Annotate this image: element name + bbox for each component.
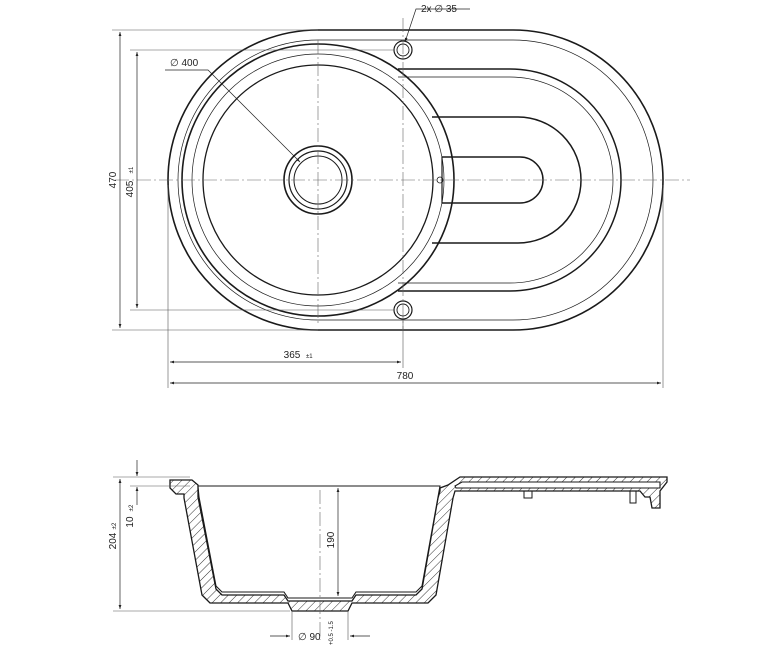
- rim-thickness-label: 10: [125, 516, 136, 528]
- bowl-pitch-tolerance: ±1: [129, 166, 135, 173]
- bowl-inner-outline: [197, 485, 441, 599]
- drainer-rib-2: [629, 491, 637, 504]
- sink-outer-outline: [167, 29, 664, 331]
- height-dimension-label: 470: [108, 171, 119, 188]
- overall-depth-label: 204: [108, 532, 119, 549]
- bowl-diameter-label: ∅ 400: [170, 58, 199, 69]
- drain-diameter-label: ∅ 90: [298, 632, 321, 643]
- bowl-offset-tolerance: ±1: [306, 354, 313, 360]
- tap-hole-leader: [404, 8, 470, 43]
- bowl-pitch-dimension-label: 405: [125, 180, 136, 197]
- drain-diameter-tolerance: +0.5 -1.5: [329, 620, 335, 645]
- overall-depth-tolerance: ±2: [112, 522, 118, 529]
- bowl-depth-label: 190: [326, 531, 337, 548]
- tap-holes-label: 2x ∅ 35: [421, 4, 457, 15]
- bowl-offset-dimension-label: 365: [284, 350, 301, 361]
- drainer-rib-1: [523, 491, 533, 499]
- drainer-surface: [454, 481, 661, 489]
- rim-thickness-tolerance: ±2: [129, 504, 135, 511]
- bowl-diameter-leader: [165, 69, 301, 163]
- width-dimension-label: 780: [397, 371, 414, 382]
- sink-inner-rim: [177, 39, 654, 321]
- sink-section-profile: [169, 476, 668, 612]
- top-view: [112, 8, 690, 388]
- section-view: [113, 460, 668, 640]
